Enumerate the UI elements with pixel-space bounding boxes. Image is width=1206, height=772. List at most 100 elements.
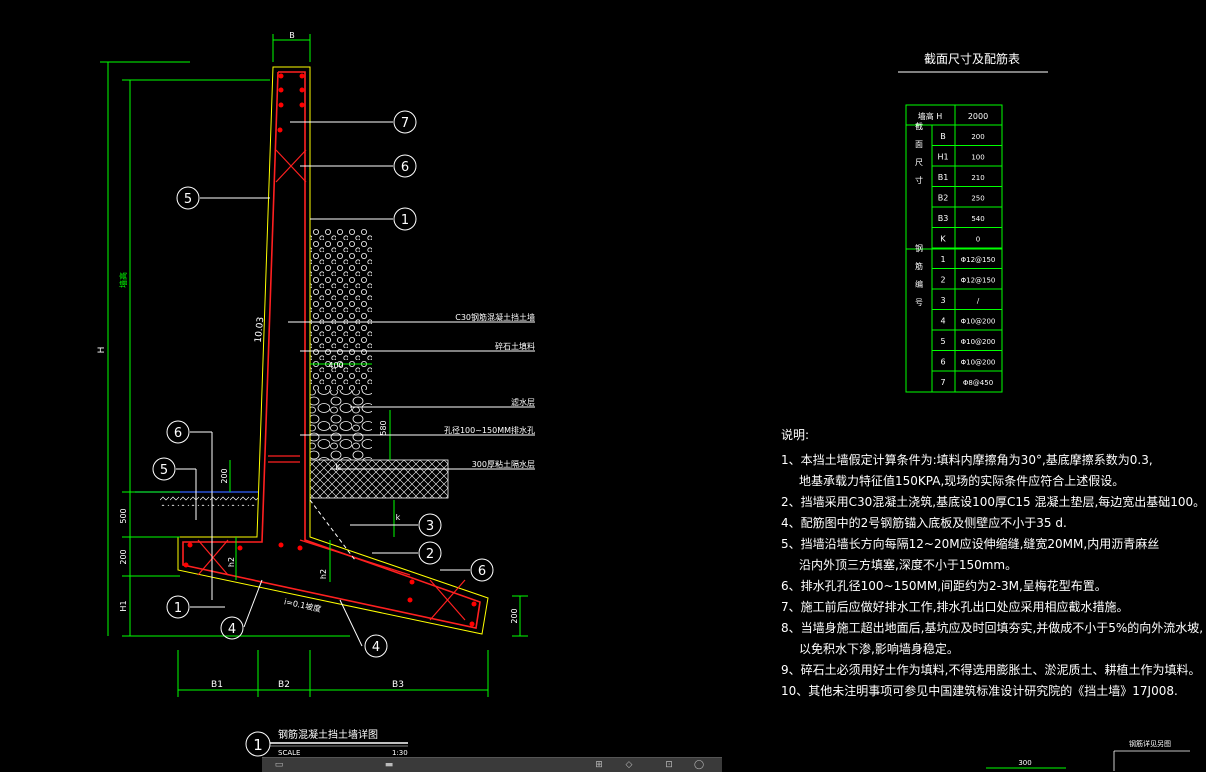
gravel-backfill bbox=[310, 228, 372, 390]
svg-text:4: 4 bbox=[228, 622, 236, 637]
table-header-value: 2000 bbox=[968, 112, 988, 121]
note-line: 7、施工前后应做好排水工作,排水孔出口处应采用相应截水措施。 bbox=[781, 600, 1129, 614]
dim-b2: B2 bbox=[278, 680, 290, 690]
svg-text:1: 1 bbox=[174, 601, 182, 616]
toolbar-icon-5[interactable]: ⊡ bbox=[665, 760, 673, 770]
filter-stones bbox=[310, 390, 372, 460]
dim-b1: B1 bbox=[211, 680, 223, 690]
title-number: 1 bbox=[253, 736, 263, 754]
note-line: 6、排水孔孔径100~150MM,间距约为2-3M,呈梅花型布置。 bbox=[781, 579, 1107, 593]
table-row-key: K bbox=[940, 235, 946, 244]
svg-text:1: 1 bbox=[401, 213, 409, 228]
notes-title: 说明: bbox=[781, 428, 810, 442]
dashed-leader bbox=[309, 499, 356, 561]
bottom-toolbar: ▭ ▬ ⊞ ◇ ⊡ ◯ bbox=[262, 757, 722, 772]
note-line: 9、碎石土必须用好土作为填料,不得选用膨胀土、淤泥质土、耕植土作为填料。 bbox=[781, 663, 1201, 677]
group-rebar-label: 钢筋编号 bbox=[915, 243, 924, 316]
svg-text:6: 6 bbox=[478, 564, 486, 579]
dim-k: K bbox=[335, 463, 341, 472]
callout-6-top: 6 bbox=[393, 154, 417, 178]
dim-h1: H1 bbox=[119, 600, 128, 611]
wall-outline bbox=[177, 66, 489, 635]
dim-400: 400 bbox=[328, 361, 343, 370]
leader-lines bbox=[176, 121, 535, 647]
table-row-key: B3 bbox=[938, 214, 949, 223]
group-section-label: 截面尺寸 bbox=[915, 121, 924, 194]
scale-value: 1:30 bbox=[392, 749, 408, 757]
note-line: 10、其他未注明事项可参见中国建筑标准设计研究院的《挡土墙》17J008. bbox=[781, 684, 1178, 698]
toolbar-icon-2[interactable]: ▬ bbox=[384, 760, 394, 770]
label-c30: C30钢筋混凝土挡土墙 bbox=[455, 312, 535, 322]
table-row-value: 540 bbox=[971, 215, 984, 223]
note-line: 1、本挡土墙假定计算条件为:填料内摩擦角为30°,基底摩擦系数为0.3, bbox=[781, 453, 1153, 467]
table-title: 截面尺寸及配筋表 bbox=[924, 51, 1020, 66]
callout-3: 3 bbox=[418, 513, 442, 537]
notes-lines: 1、本挡土墙假定计算条件为:填料内摩擦角为30°,基底摩擦系数为0.3, 地基承载… bbox=[781, 450, 1206, 702]
callout-1-bottom: 1 bbox=[166, 595, 190, 619]
table-row-value: Φ8@450 bbox=[963, 379, 993, 387]
table-header-label: 墙高 H bbox=[918, 111, 943, 121]
callout-2: 2 bbox=[418, 541, 442, 565]
drawing-title: 1 钢筋混凝土挡土墙详图 SCALE 1:30 bbox=[245, 728, 408, 757]
dim-b3: B3 bbox=[392, 680, 404, 690]
dim-200b: 200 bbox=[220, 468, 229, 483]
table-row-key: B2 bbox=[938, 194, 949, 203]
toolbar-icon-4[interactable]: ◇ bbox=[625, 760, 633, 770]
table-row-value: Φ12@150 bbox=[961, 277, 996, 285]
dim-580: 580 bbox=[379, 420, 388, 435]
wall-slope: 10.03 bbox=[254, 316, 267, 343]
table-row-key: B bbox=[940, 132, 946, 141]
vertical-group-label: 截面尺寸 bbox=[915, 121, 924, 194]
table-row-value: 100 bbox=[971, 154, 984, 162]
svg-text:6: 6 bbox=[401, 160, 409, 175]
table-row-key: B1 bbox=[938, 173, 949, 182]
note-line: 以免积水下渗,影响墙身稳定。 bbox=[799, 642, 959, 656]
x-mark-top bbox=[275, 149, 307, 183]
x-mark-base bbox=[197, 539, 229, 576]
table-row-value: 200 bbox=[971, 133, 984, 141]
table-row-value: Φ12@150 bbox=[961, 256, 996, 264]
clay-layer bbox=[309, 459, 449, 499]
svg-text:7: 7 bbox=[401, 116, 409, 131]
svg-text:2: 2 bbox=[426, 547, 434, 562]
table-row-key: 2 bbox=[940, 276, 945, 285]
svg-text:5: 5 bbox=[160, 463, 168, 478]
corner-detail: 钢筋详见另图 300 bbox=[986, 739, 1190, 771]
dim-h2: h2 bbox=[319, 569, 328, 579]
dim-h-green: 墙高 bbox=[118, 272, 128, 288]
table-row-key: 6 bbox=[940, 358, 945, 367]
label-filter: 滤水层 bbox=[511, 397, 535, 407]
table-row-value: 210 bbox=[971, 174, 984, 182]
table-row-value: 0 bbox=[976, 236, 980, 244]
title-text: 钢筋混凝土挡土墙详图 bbox=[278, 728, 378, 741]
note-line: 地基承载力特征值150KPA,现场的实际条件应符合上述假设。 bbox=[799, 474, 1125, 488]
callouts: 7 6 1 5 6 5 3 2 6 1 4 4 bbox=[152, 110, 494, 658]
dim-h-label: H bbox=[97, 347, 107, 354]
rebar-2 bbox=[299, 539, 411, 576]
dim-500: 500 bbox=[119, 508, 128, 523]
table-row-value: Φ10@200 bbox=[961, 338, 996, 346]
toolbar-icon-6[interactable]: ◯ bbox=[693, 760, 705, 770]
note-line: 沿内外顶三方填塞,深度不小于150mm。 bbox=[799, 558, 1018, 572]
toolbar-icon-1[interactable]: ▭ bbox=[274, 760, 284, 770]
toolbar-icon-3[interactable]: ⊞ bbox=[595, 760, 603, 770]
label-drain: 孔径100~150MM排水孔 bbox=[444, 425, 535, 435]
dim-200c: 200 bbox=[510, 608, 519, 623]
notes-block: 说明: 1、本挡土墙假定计算条件为:填料内摩擦角为30°,基底摩擦系数为0.3,… bbox=[781, 425, 1206, 702]
table-row-key: 3 bbox=[940, 296, 945, 305]
note-line: 2、挡墙采用C30混凝土浇筑,基底设100厚C15 混凝土垫层,每边宽出基础10… bbox=[781, 495, 1206, 509]
note-line: 5、挡墙沿墙长方向每隔12~20M应设伸缩缝,缝宽20MM,内用沥青麻丝 bbox=[781, 537, 1160, 551]
callout-5-left: 5 bbox=[152, 457, 176, 481]
dim-200a: 200 bbox=[119, 549, 128, 564]
callout-4-right: 4 bbox=[364, 634, 388, 658]
callout-4-left: 4 bbox=[220, 616, 244, 640]
label-gravel: 碎石土填料 bbox=[495, 341, 535, 351]
table-row-key: H1 bbox=[937, 153, 948, 162]
svg-text:6: 6 bbox=[174, 426, 182, 441]
callout-1-top: 1 bbox=[393, 207, 417, 231]
table-row-value: / bbox=[977, 297, 980, 305]
dimension-lines bbox=[100, 34, 528, 697]
callout-5-top: 5 bbox=[176, 186, 200, 210]
callout-6-left: 6 bbox=[166, 420, 190, 444]
callout-6-right: 6 bbox=[470, 558, 494, 582]
